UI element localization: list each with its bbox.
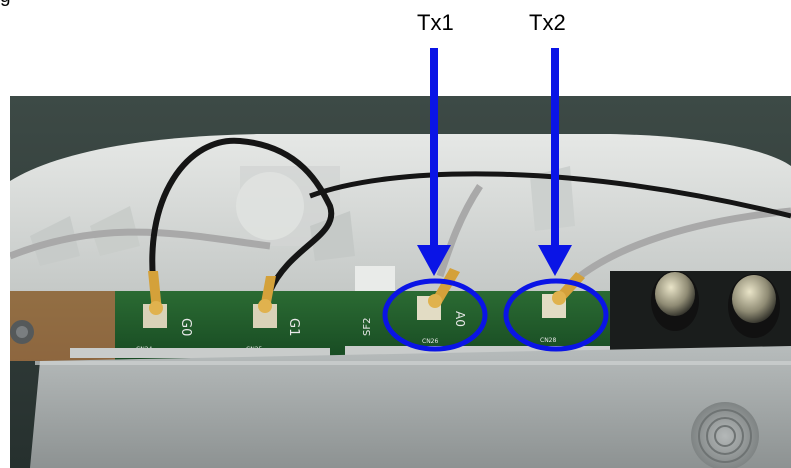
cn28-marking: CN28 xyxy=(540,337,556,344)
cn26-marking: CN26 xyxy=(422,338,438,345)
caption-fragment: g xyxy=(0,0,11,8)
tx2-highlight-circle xyxy=(503,278,609,352)
tx2-arrow-shaft xyxy=(551,48,559,248)
sf2-marking: SF2 xyxy=(362,318,373,336)
tx1-arrow-shaft xyxy=(430,48,438,248)
tx1-label: Tx1 xyxy=(417,10,454,35)
a0-marking: A0 xyxy=(453,311,467,327)
tx1-arrow-head xyxy=(417,245,451,276)
tx1-highlight-circle xyxy=(382,278,488,352)
tx2-label: Tx2 xyxy=(529,10,566,35)
tx2-arrow-head xyxy=(538,245,572,276)
g0-marking: G0 xyxy=(178,318,193,336)
circuit-board-photo: G0 G1 A0 SF2 CN24 CN25 CN26 CN28 xyxy=(10,96,791,468)
g1-marking: G1 xyxy=(286,318,301,336)
